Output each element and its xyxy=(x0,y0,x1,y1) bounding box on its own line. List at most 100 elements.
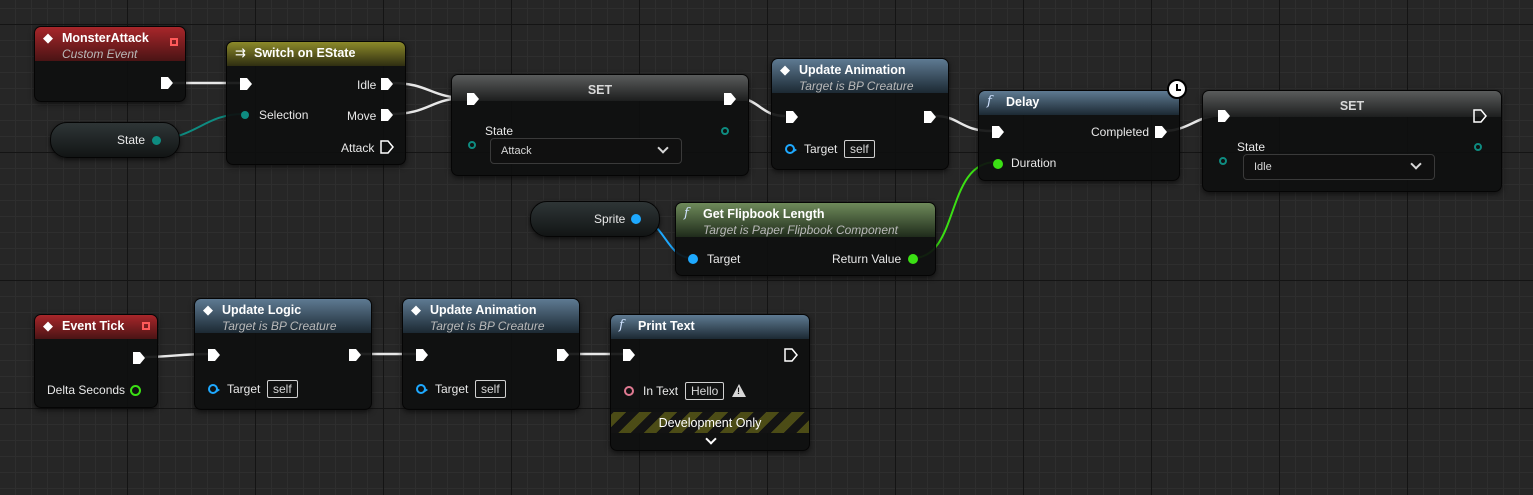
node-header: f Get Flipbook Length Target is Paper Fl… xyxy=(676,203,935,237)
selection-pin[interactable] xyxy=(241,111,249,119)
node-set-state-attack[interactable]: SET State Attack xyxy=(451,74,749,176)
node-title: SET xyxy=(587,83,613,97)
idle-label: Idle xyxy=(357,78,377,92)
node-header: f Delay xyxy=(979,91,1179,115)
node-sprite-variable[interactable]: Sprite xyxy=(530,201,660,237)
node-subtitle: Target is BP Creature xyxy=(222,319,337,333)
node-header: ◆ Update Animation Target is BP Creature xyxy=(772,59,948,93)
state-in-pin[interactable] xyxy=(1219,157,1227,165)
node-title: Update Animation xyxy=(799,63,906,77)
node-title: Event Tick xyxy=(62,319,125,333)
state-dropdown[interactable]: Idle xyxy=(1243,154,1435,180)
target-label: Target xyxy=(804,142,838,156)
node-header: SET xyxy=(1203,91,1501,117)
warning-icon xyxy=(732,384,746,397)
node-title: Get Flipbook Length xyxy=(703,207,825,221)
exec-in-pin[interactable] xyxy=(785,110,799,124)
state-pin-label: State xyxy=(485,124,514,138)
in-text-label: In Text xyxy=(643,384,679,398)
delegate-pin-icon[interactable] xyxy=(142,322,150,330)
exec-out-pin[interactable] xyxy=(348,348,362,362)
delegate-pin-icon[interactable] xyxy=(170,38,178,46)
in-text-pin[interactable] xyxy=(624,386,634,396)
target-label: Target xyxy=(227,382,261,396)
node-subtitle: Target is Paper Flipbook Component xyxy=(703,223,898,237)
node-print-text[interactable]: f Print Text In Text Hello Development O… xyxy=(610,314,810,451)
node-header: ◆ Update Animation Target is BP Creature xyxy=(403,299,579,333)
exec-out-pin[interactable] xyxy=(160,76,174,90)
exec-out-pin[interactable] xyxy=(1473,109,1487,123)
duration-pin[interactable] xyxy=(993,159,1003,169)
event-diamond-icon: ◆ xyxy=(43,30,53,45)
target-pin[interactable] xyxy=(208,384,220,394)
node-get-flipbook-length[interactable]: f Get Flipbook Length Target is Paper Fl… xyxy=(675,202,936,276)
node-header: ◆ MonsterAttack Custom Event xyxy=(35,27,185,61)
delta-seconds-pin[interactable] xyxy=(130,385,141,396)
node-monster-attack[interactable]: ◆ MonsterAttack Custom Event xyxy=(34,26,186,102)
node-header: f Print Text xyxy=(611,315,809,339)
exec-in-pin[interactable] xyxy=(207,348,221,362)
node-update-animation-1[interactable]: ◆ Update Animation Target is BP Creature… xyxy=(771,58,949,170)
clock-icon xyxy=(1167,79,1187,99)
exec-in-pin[interactable] xyxy=(466,92,480,106)
exec-out-pin[interactable] xyxy=(132,351,146,365)
state-dropdown[interactable]: Attack xyxy=(490,138,682,164)
target-self-value[interactable]: self xyxy=(475,380,506,398)
target-pin[interactable] xyxy=(688,254,698,264)
node-set-state-idle[interactable]: SET State Idle xyxy=(1202,90,1502,192)
variable-label: State xyxy=(117,133,146,147)
attack-exec-pin[interactable] xyxy=(380,140,394,154)
target-pin[interactable] xyxy=(785,144,797,154)
state-out-pin[interactable] xyxy=(152,136,161,145)
event-diamond-icon: ◆ xyxy=(411,302,421,317)
target-label: Target xyxy=(707,252,741,266)
state-in-pin[interactable] xyxy=(468,141,476,149)
node-update-animation-2[interactable]: ◆ Update Animation Target is BP Creature… xyxy=(402,298,580,410)
node-header: ◆ Event Tick xyxy=(35,315,157,339)
exec-in-pin[interactable] xyxy=(1217,109,1231,123)
node-delay[interactable]: f Delay Completed Duration xyxy=(978,90,1180,181)
return-value-pin[interactable] xyxy=(908,254,918,264)
function-icon: f xyxy=(987,94,992,109)
function-icon: f xyxy=(684,206,689,221)
state-out-pin[interactable] xyxy=(721,127,729,135)
move-exec-pin[interactable] xyxy=(380,108,394,122)
sprite-out-pin[interactable] xyxy=(631,214,641,224)
exec-in-pin[interactable] xyxy=(415,348,429,362)
node-title: MonsterAttack xyxy=(62,31,149,45)
exec-in-pin[interactable] xyxy=(991,125,1005,139)
event-diamond-icon: ◆ xyxy=(43,318,53,333)
expand-chevron-icon[interactable] xyxy=(705,433,717,445)
node-subtitle: Custom Event xyxy=(62,47,138,61)
event-diamond-icon: ◆ xyxy=(203,302,213,317)
state-out-pin[interactable] xyxy=(1474,143,1482,151)
node-update-logic[interactable]: ◆ Update Logic Target is BP Creature Tar… xyxy=(194,298,372,410)
return-value-label: Return Value xyxy=(832,252,902,266)
exec-out-pin[interactable] xyxy=(784,348,798,362)
development-only-label: Development Only xyxy=(658,415,762,430)
selection-label: Selection xyxy=(259,108,309,122)
exec-in-pin[interactable] xyxy=(239,77,253,91)
node-title: Switch on EState xyxy=(254,46,356,60)
completed-exec-pin[interactable] xyxy=(1154,125,1168,139)
node-event-tick[interactable]: ◆ Event Tick Delta Seconds xyxy=(34,314,158,408)
duration-label: Duration xyxy=(1011,156,1057,170)
target-pin[interactable] xyxy=(416,384,428,394)
in-text-value[interactable]: Hello xyxy=(685,382,725,400)
target-label: Target xyxy=(435,382,469,396)
idle-exec-pin[interactable] xyxy=(380,77,394,91)
exec-out-pin[interactable] xyxy=(923,110,937,124)
target-self-value[interactable]: self xyxy=(844,140,875,158)
exec-out-pin[interactable] xyxy=(556,348,570,362)
node-state-variable[interactable]: State xyxy=(50,122,180,158)
node-title: Delay xyxy=(1006,95,1040,109)
variable-label: Sprite xyxy=(594,212,626,226)
chevron-down-icon xyxy=(657,142,669,154)
target-self-value[interactable]: self xyxy=(267,380,298,398)
node-header: ⇉ Switch on EState xyxy=(227,42,405,66)
node-title: SET xyxy=(1339,99,1365,113)
exec-out-pin[interactable] xyxy=(723,92,737,106)
node-header: SET xyxy=(452,75,748,101)
exec-in-pin[interactable] xyxy=(622,348,636,362)
node-switch-on-estate[interactable]: ⇉ Switch on EState Selection Idle Move A… xyxy=(226,41,406,165)
